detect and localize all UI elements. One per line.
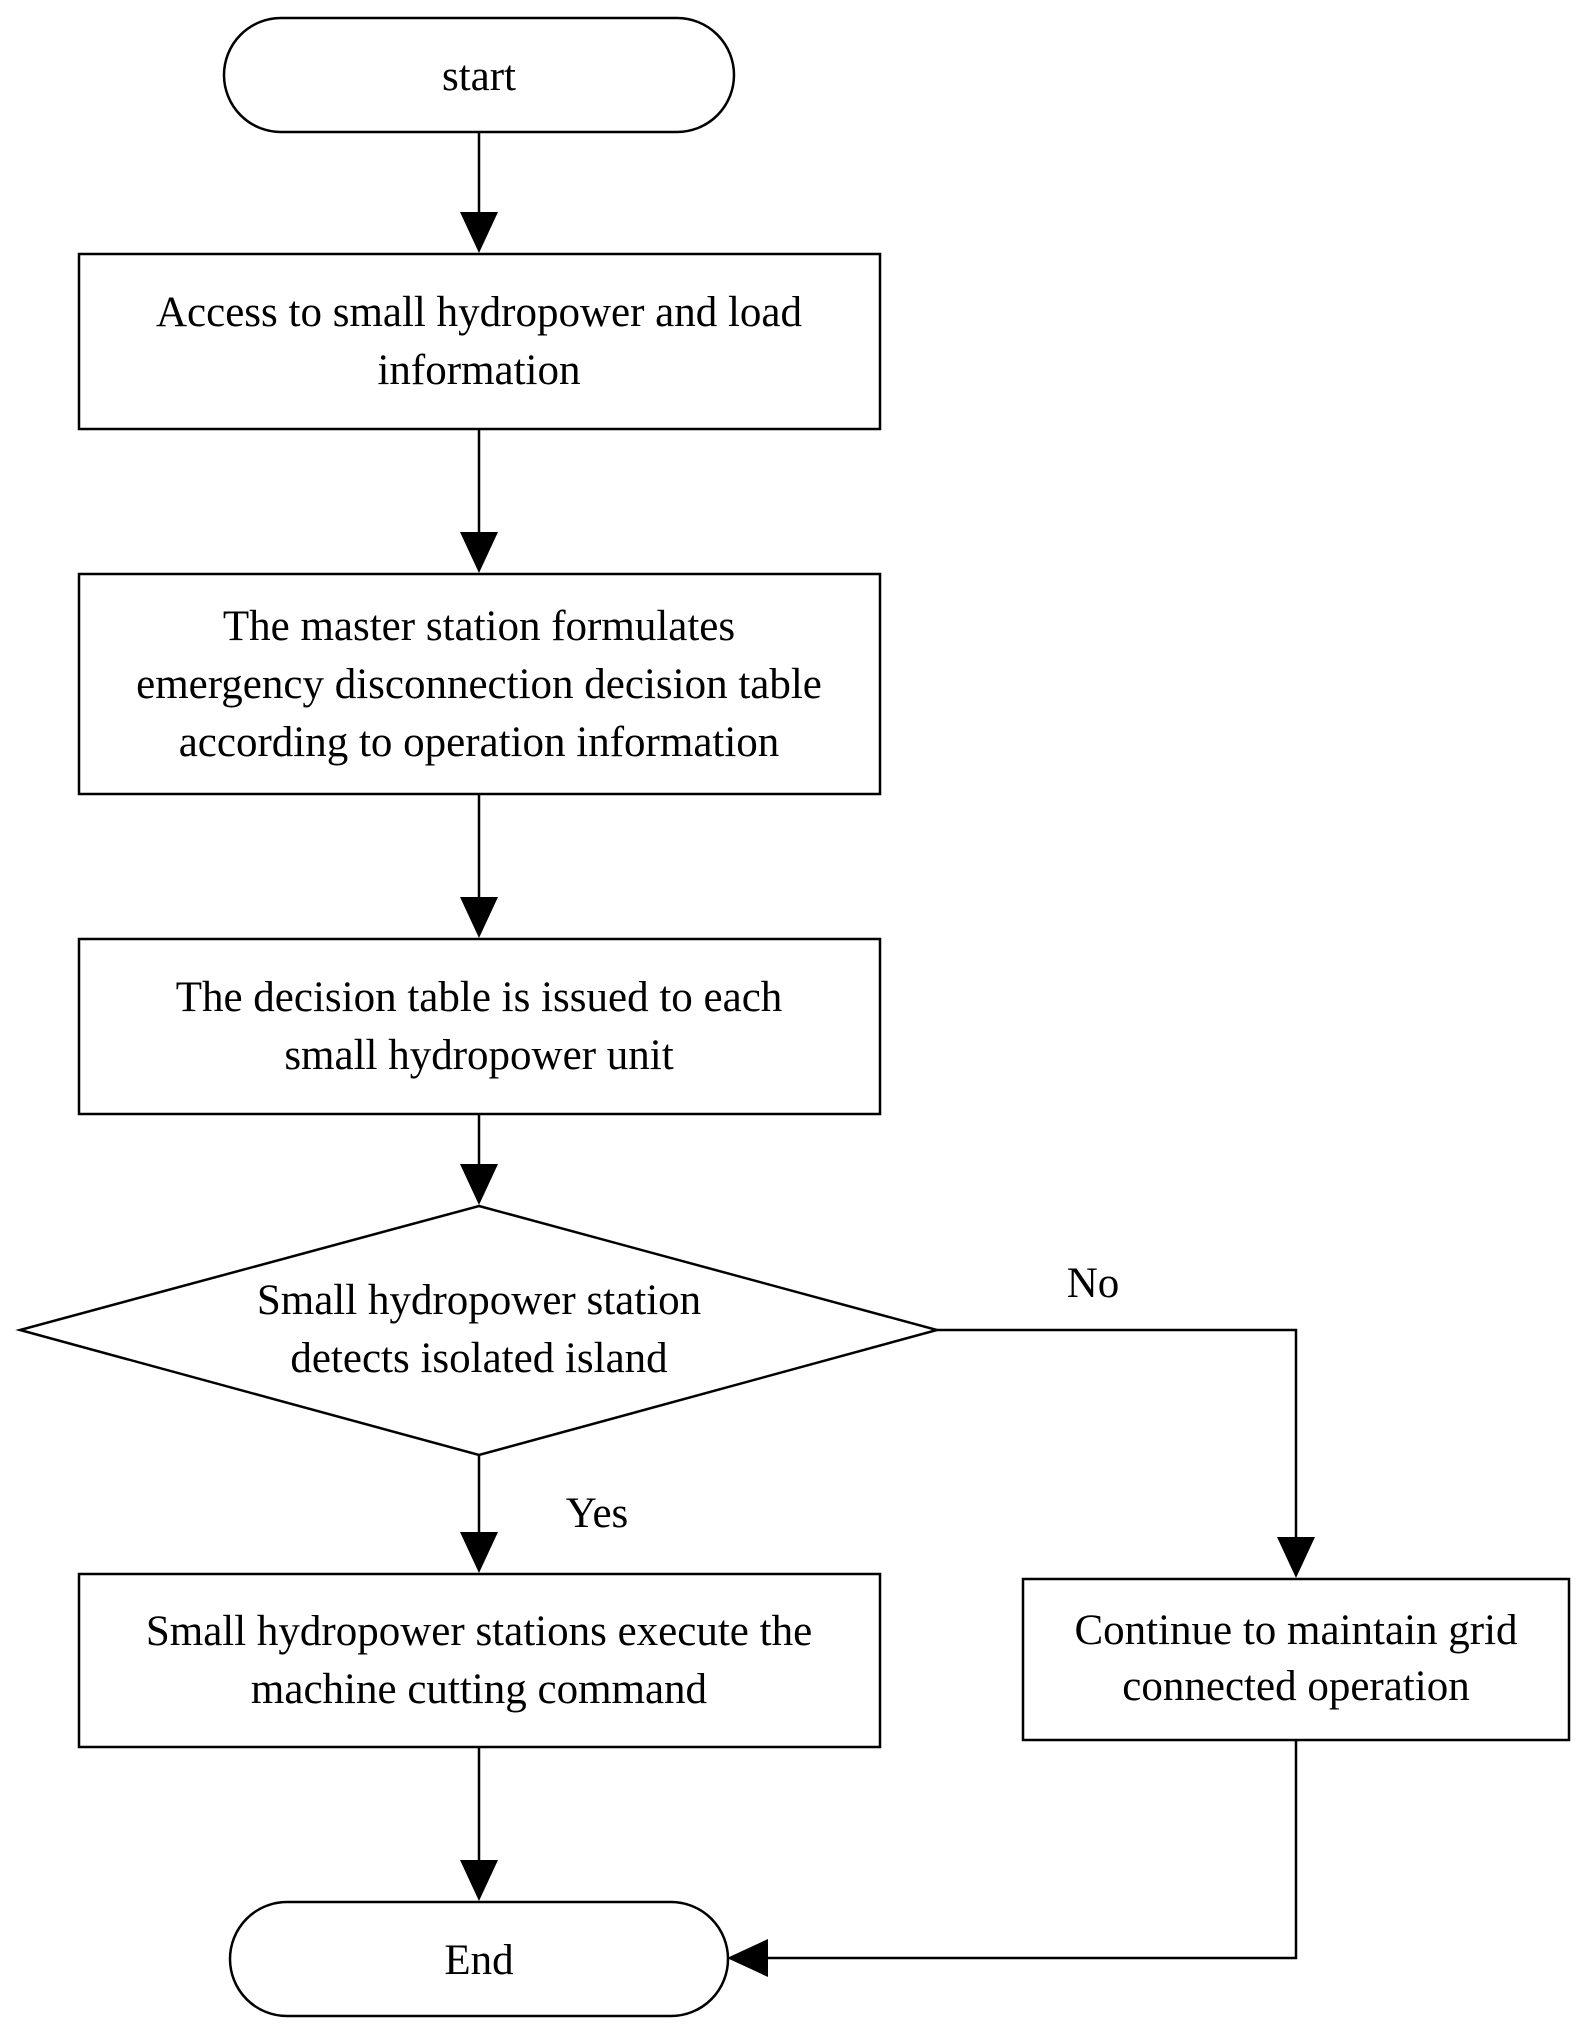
flow-edges <box>460 133 1315 1977</box>
arrowhead-end-right <box>727 1939 768 1977</box>
formulate-table-line-3: according to operation information <box>179 719 780 766</box>
execute-command-shape <box>77 1572 882 1749</box>
end-label: End <box>444 1937 513 1984</box>
arrowhead-continue <box>1277 1537 1315 1578</box>
execute-command-line-2: machine cutting command <box>251 1666 707 1713</box>
issue-table-line-2: small hydropower unit <box>284 1032 673 1079</box>
arrowhead-end-left <box>460 1860 498 1901</box>
formulate-table-shape <box>77 572 882 796</box>
issue-table-shape <box>77 937 882 1116</box>
end-terminal-shape <box>228 1900 730 2018</box>
no-branch-label: No <box>1067 1260 1120 1307</box>
detect-island-line-1: Small hydropower station <box>257 1277 701 1324</box>
detect-island-diamond <box>15 1204 942 1457</box>
edge-continue-to-end <box>760 1741 1298 1960</box>
yes-branch-label: Yes <box>566 1490 629 1537</box>
access-info-line-1: Access to small hydropower and load <box>156 289 802 336</box>
start-label: start <box>442 53 516 100</box>
arrowhead-execute <box>460 1532 498 1573</box>
detect-island-line-2: detects isolated island <box>290 1335 667 1382</box>
formulate-table-line-2: emergency disconnection decision table <box>136 661 822 708</box>
arrowhead-formulate <box>460 532 498 573</box>
formulate-table-line-1: The master station formulates <box>223 603 735 650</box>
detect-island-decision: Small hydropower station detects isolate… <box>15 1204 942 1457</box>
formulate-table-box: The master station formulates emergency … <box>77 572 882 796</box>
access-info-shape <box>77 252 882 431</box>
start-terminal: start <box>222 16 736 134</box>
edge-detect-to-continue <box>937 1328 1298 1545</box>
execute-command-line-1: Small hydropower stations execute the <box>146 1608 812 1655</box>
end-terminal: End <box>228 1900 730 2018</box>
access-info-box: Access to small hydropower and load info… <box>77 252 882 431</box>
continue-operation-line-2: connected operation <box>1122 1663 1469 1710</box>
arrowhead-detect <box>460 1164 498 1205</box>
continue-operation-box: Continue to maintain grid connected oper… <box>1021 1577 1571 1742</box>
access-info-line-2: information <box>377 347 580 394</box>
continue-operation-line-1: Continue to maintain grid <box>1074 1607 1517 1654</box>
continue-operation-shape <box>1021 1577 1571 1742</box>
execute-command-box: Small hydropower stations execute the ma… <box>77 1572 882 1749</box>
arrowhead-issue <box>460 897 498 938</box>
issue-table-line-1: The decision table is issued to each <box>176 974 783 1021</box>
start-terminal-shape <box>222 16 736 134</box>
issue-table-box: The decision table is issued to each sma… <box>77 937 882 1116</box>
arrowhead-access <box>460 212 498 253</box>
